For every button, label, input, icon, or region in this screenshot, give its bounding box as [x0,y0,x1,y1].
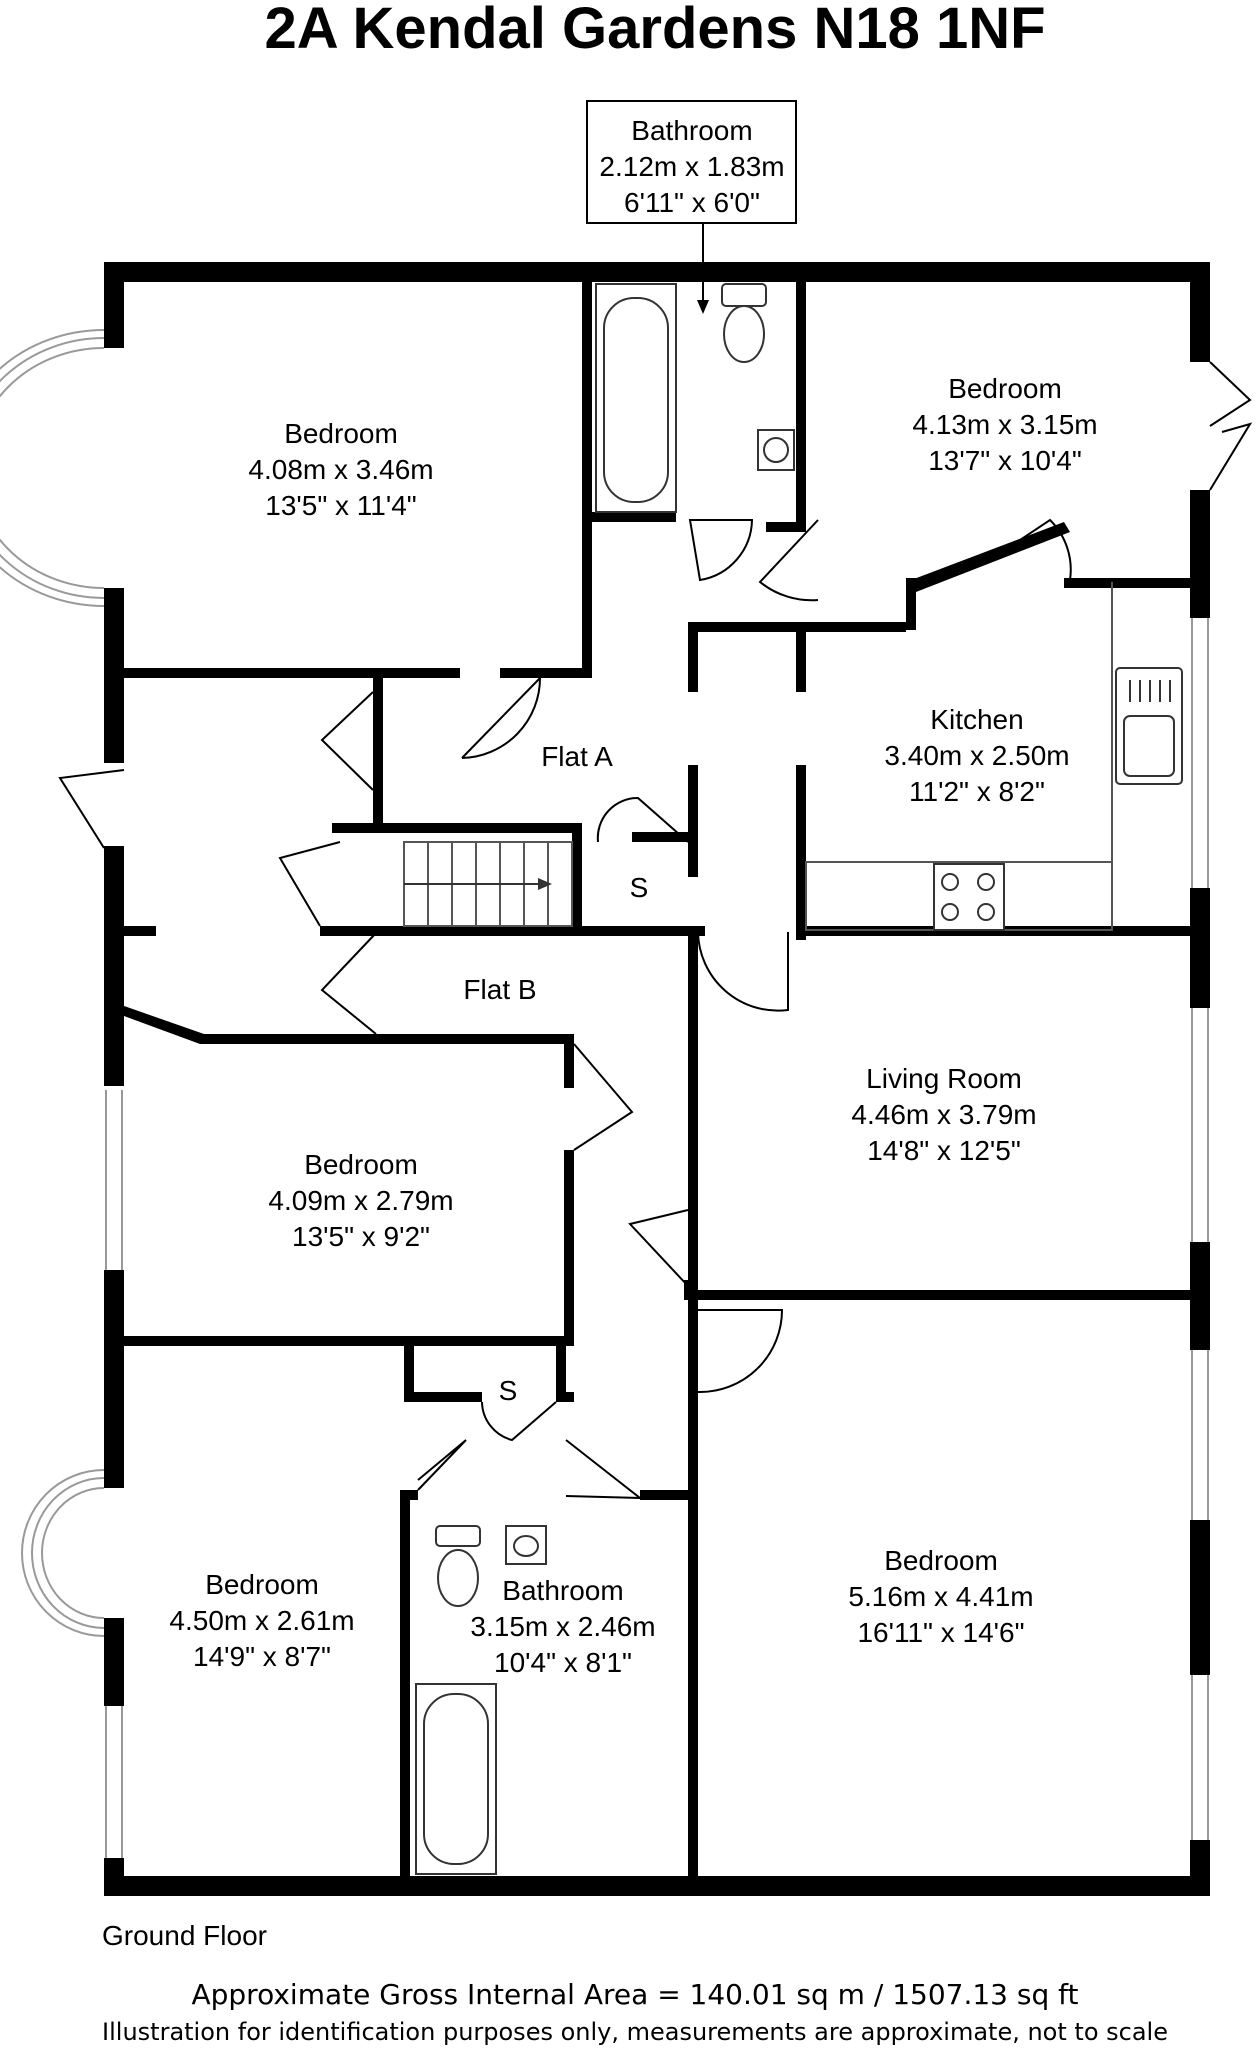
gross-area-text: Approximate Gross Internal Area = 140.01… [191,1978,1078,2011]
room-label-bedroom-top-right: Bedroom 4.13m x 3.15m 13'7" x 10'4" [912,373,1097,476]
store-label-lower: S [499,1375,518,1406]
kitchen-units [805,582,1183,931]
room-label-bedroom-bottom-right: Bedroom 5.16m x 4.41m 16'11" x 14'6" [848,1545,1033,1648]
room-imperial: 16'11" x 14'6" [857,1617,1024,1648]
staircase [403,841,573,927]
room-metric: 4.46m x 3.79m [851,1099,1036,1130]
flat-b-label: Flat B [463,974,536,1005]
room-name: Kitchen [930,704,1023,735]
room-name: Bedroom [948,373,1062,404]
doors [58,518,1072,1500]
room-name: Bathroom [631,115,752,146]
room-label-bedroom-bottom-left: Bedroom 4.50m x 2.61m 14'9" x 8'7" [169,1569,354,1672]
floor-label: Ground Floor [102,1920,267,1951]
page-title: 2A Kendal Gardens N18 1NF [264,0,1045,61]
room-metric: 3.15m x 2.46m [470,1611,655,1642]
room-metric: 4.13m x 3.15m [912,409,1097,440]
room-imperial: 11'2" x 8'2" [909,776,1045,807]
room-imperial: 6'11" x 6'0" [624,187,760,218]
room-label-living-room: Living Room 4.46m x 3.79m 14'8" x 12'5" [851,1063,1036,1166]
room-imperial: 13'7" x 10'4" [928,445,1082,476]
windows [0,329,1253,1858]
room-name: Living Room [866,1063,1022,1094]
room-imperial: 13'5" x 9'2" [292,1221,430,1252]
room-label-bedroom-middle-left: Bedroom 4.09m x 2.79m 13'5" x 9'2" [268,1149,453,1252]
room-name: Bedroom [284,418,398,449]
room-imperial: 10'4" x 8'1" [494,1647,632,1678]
walls [104,262,1210,1896]
room-metric: 3.40m x 2.50m [884,740,1069,771]
room-metric: 5.16m x 4.41m [848,1581,1033,1612]
room-name: Bedroom [205,1569,319,1600]
store-label-upper: S [630,872,649,903]
room-metric: 4.09m x 2.79m [268,1185,453,1216]
room-name: Bedroom [884,1545,998,1576]
bathroom-fixtures [415,283,795,1875]
room-name: Bathroom [502,1575,623,1606]
flat-a-label: Flat A [541,741,613,772]
disclaimer-text: Illustration for identification purposes… [102,2018,1168,2046]
room-name: Bedroom [304,1149,418,1180]
room-label-kitchen: Kitchen 3.40m x 2.50m 11'2" x 8'2" [884,704,1069,807]
room-metric: 4.50m x 2.61m [169,1605,354,1636]
room-metric: 4.08m x 3.46m [248,454,433,485]
room-label-bedroom-top-left: Bedroom 4.08m x 3.46m 13'5" x 11'4" [248,418,433,521]
room-imperial: 14'9" x 8'7" [193,1641,331,1672]
room-label-bathroom-bottom: Bathroom 3.15m x 2.46m 10'4" x 8'1" [470,1575,655,1678]
room-metric: 2.12m x 1.83m [599,151,784,182]
bathroom-callout: Bathroom 2.12m x 1.83m 6'11" x 6'0" [586,100,797,314]
room-imperial: 13'5" x 11'4" [265,490,416,521]
room-imperial: 14'8" x 12'5" [867,1135,1021,1166]
